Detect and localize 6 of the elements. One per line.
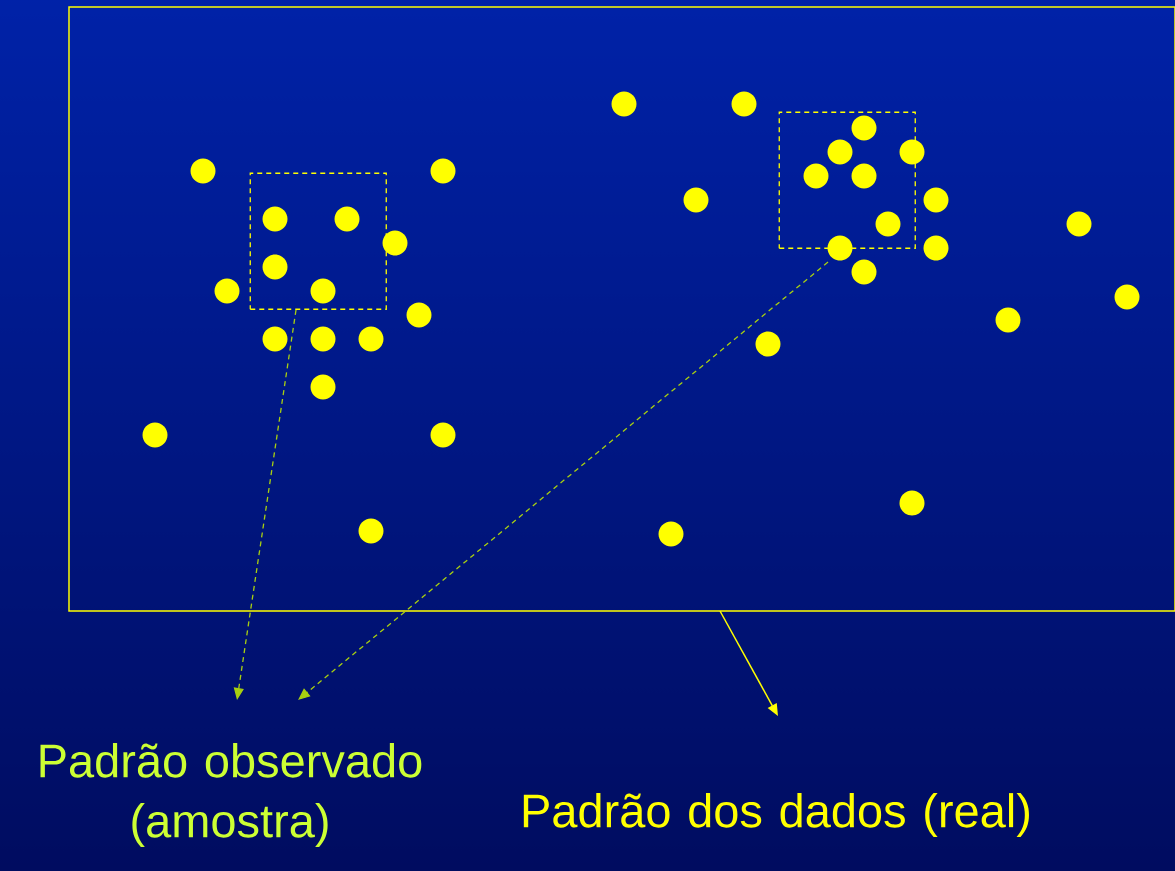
caption-text: Padrão observado (amostra) <box>40 743 422 847</box>
dashed-selection-box <box>778 111 916 249</box>
arrow <box>298 261 829 700</box>
caption-text: Padrão dos dados (real) <box>523 793 1029 837</box>
dashed-selection-box <box>249 172 387 310</box>
arrow <box>719 610 778 716</box>
